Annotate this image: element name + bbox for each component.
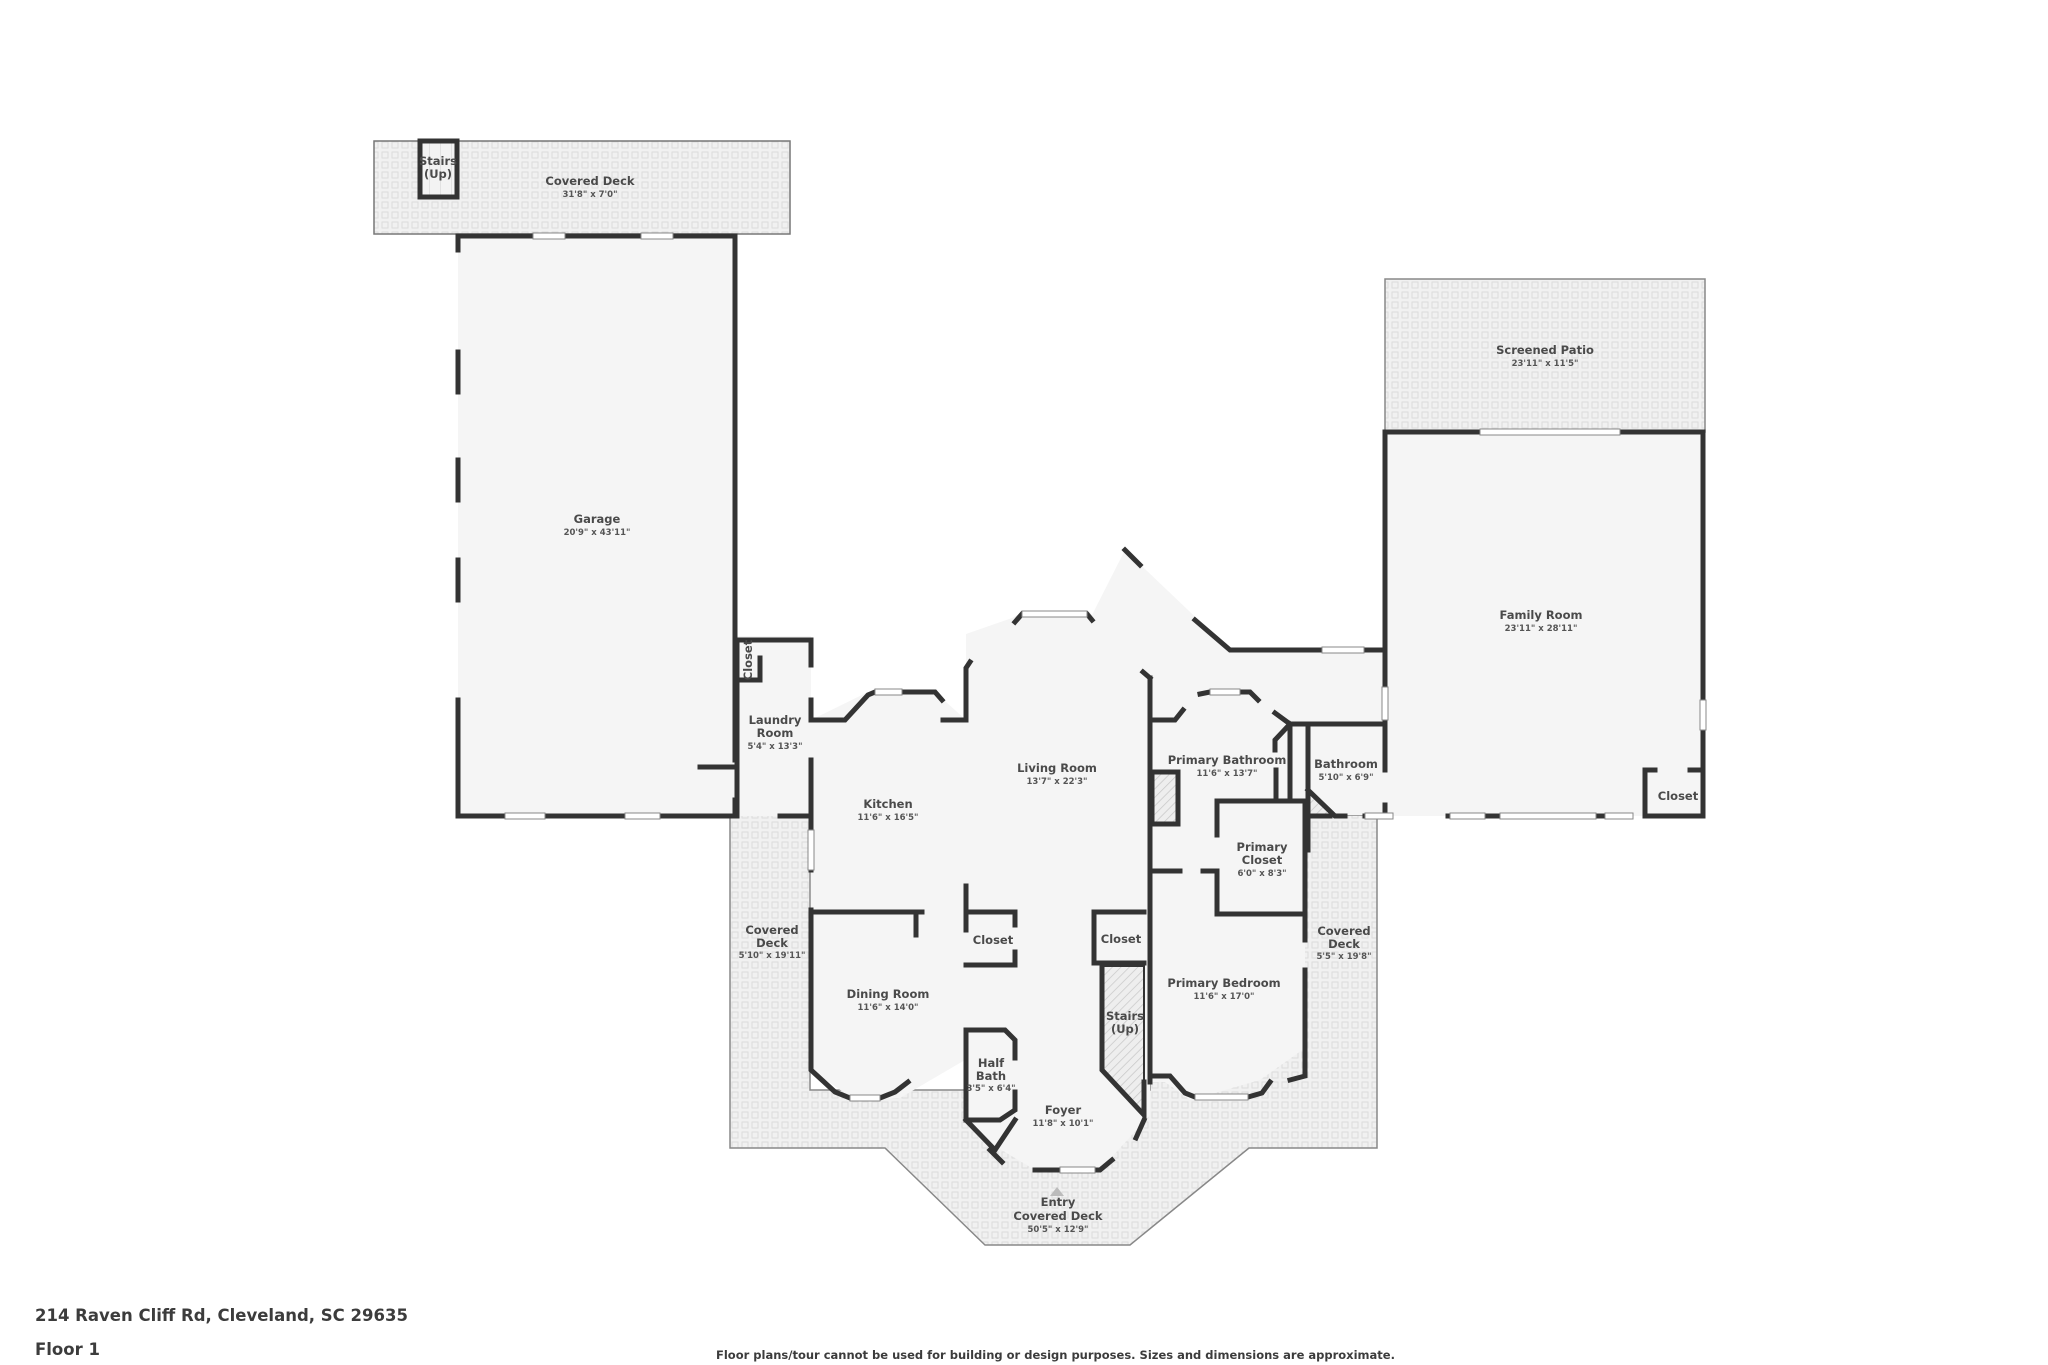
fireplace-hatch <box>1149 769 1181 827</box>
svg-text:13'7" x 22'3": 13'7" x 22'3" <box>1027 777 1088 787</box>
svg-text:5'10" x 6'9": 5'10" x 6'9" <box>1318 773 1373 783</box>
label-covered-deck-left: Covered <box>745 923 798 937</box>
label-laundry: Laundry <box>749 713 802 727</box>
label-stairs-top: Stairs <box>419 154 457 168</box>
label-family-room: Family Room <box>1500 608 1583 622</box>
label-closet-laundry: Closet <box>741 639 755 680</box>
svg-text:5'10" x 19'11": 5'10" x 19'11" <box>739 951 806 961</box>
svg-text:3'5" x 6'4": 3'5" x 6'4" <box>966 1084 1015 1094</box>
label-covered-deck-top: Covered Deck <box>545 174 635 188</box>
svg-text:20'9" x 43'11": 20'9" x 43'11" <box>564 528 631 538</box>
entry-arrow-icon <box>1050 1187 1064 1196</box>
label-dining-room: Dining Room <box>847 987 930 1001</box>
label-screened-patio: Screened Patio <box>1496 343 1594 357</box>
svg-text:11'6" x 17'0": 11'6" x 17'0" <box>1194 992 1255 1002</box>
label-closet-family: Closet <box>1658 789 1699 803</box>
svg-text:50'5" x 12'9": 50'5" x 12'9" <box>1028 1225 1089 1235</box>
stairs-top <box>417 138 460 200</box>
label-half-bath: Half <box>978 1056 1005 1070</box>
svg-text:Deck: Deck <box>1328 937 1360 951</box>
label-entry-covered-deck: Covered Deck <box>1013 1209 1103 1223</box>
floor-label: Floor 1 <box>35 1340 100 1359</box>
windows <box>504 232 1707 1174</box>
svg-text:23'11" x 28'11": 23'11" x 28'11" <box>1505 624 1578 634</box>
svg-text:11'6" x 14'0": 11'6" x 14'0" <box>858 1003 919 1013</box>
room-labels: Covered Deck 31'8" x 7'0" Stairs (Up) Ga… <box>419 154 1699 1235</box>
disclaimer: Floor plans/tour cannot be used for buil… <box>716 1348 1395 1362</box>
svg-text:Room: Room <box>757 726 794 740</box>
svg-text:11'6" x 16'5": 11'6" x 16'5" <box>858 813 919 823</box>
svg-text:11'8" x 10'1": 11'8" x 10'1" <box>1033 1119 1094 1129</box>
label-closet-stairs: Closet <box>1101 932 1142 946</box>
label-primary-closet: Primary <box>1237 840 1288 854</box>
svg-text:5'4" x 13'3": 5'4" x 13'3" <box>747 742 802 752</box>
svg-text:6'0" x 8'3": 6'0" x 8'3" <box>1237 869 1286 879</box>
label-garage: Garage <box>574 512 621 526</box>
label-entry: Entry <box>1041 1195 1076 1209</box>
svg-text:11'6" x 13'7": 11'6" x 13'7" <box>1197 769 1258 779</box>
svg-text:Closet: Closet <box>1242 853 1283 867</box>
svg-text:23'11" x 11'5": 23'11" x 11'5" <box>1512 359 1579 369</box>
label-closet-center: Closet <box>973 933 1014 947</box>
svg-text:Bath: Bath <box>976 1069 1006 1083</box>
label-primary-bedroom: Primary Bedroom <box>1167 976 1280 990</box>
label-foyer: Foyer <box>1045 1103 1082 1117</box>
label-kitchen: Kitchen <box>863 797 912 811</box>
screened-patio <box>1384 278 1706 433</box>
label-covered-deck-right: Covered <box>1317 924 1370 938</box>
walls <box>455 233 1706 1173</box>
label-living-room: Living Room <box>1017 761 1097 775</box>
svg-text:(Up): (Up) <box>1111 1022 1139 1036</box>
property-address: 214 Raven Cliff Rd, Cleveland, SC 29635 <box>35 1306 408 1325</box>
svg-text:Deck: Deck <box>756 936 788 950</box>
svg-text:5'5" x 19'8": 5'5" x 19'8" <box>1316 952 1371 962</box>
label-stairs-center: Stairs <box>1106 1009 1144 1023</box>
svg-text:31'8" x 7'0": 31'8" x 7'0" <box>562 190 617 200</box>
label-primary-bathroom: Primary Bathroom <box>1168 753 1287 767</box>
label-bathroom: Bathroom <box>1314 757 1378 771</box>
svg-text:(Up): (Up) <box>424 167 452 181</box>
